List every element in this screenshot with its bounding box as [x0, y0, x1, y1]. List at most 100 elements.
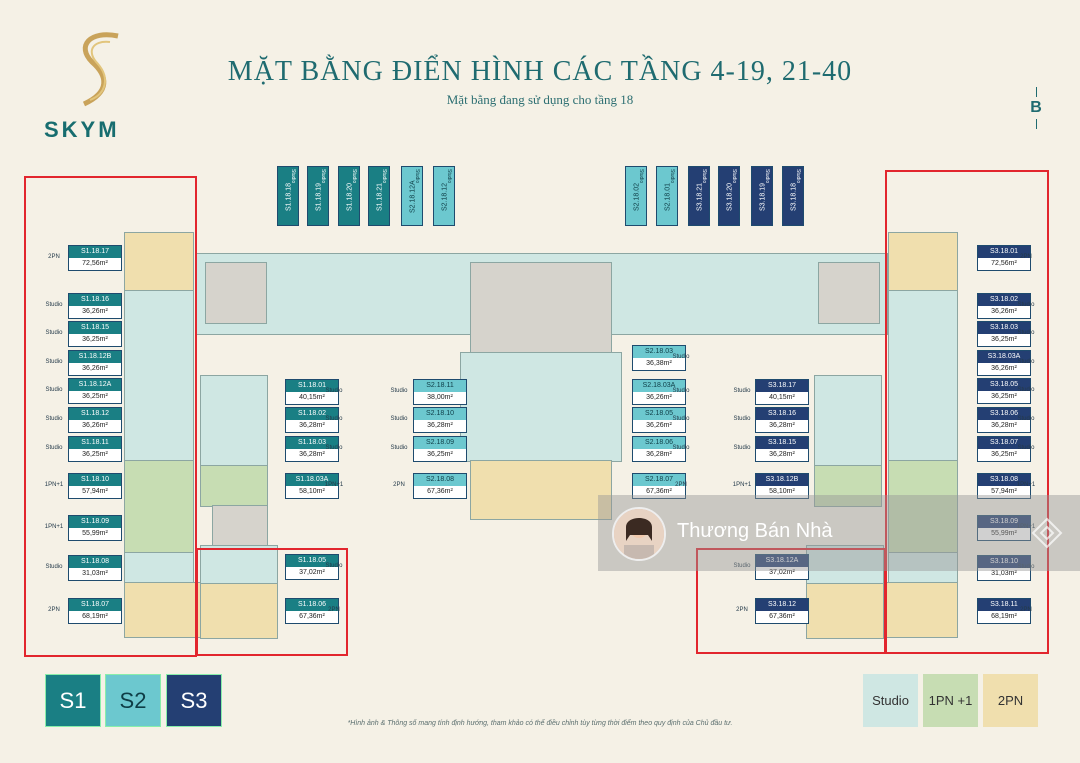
legend-1pn: 1PN +1	[923, 674, 978, 727]
s1-bottom-unit	[124, 582, 206, 638]
s1-stair	[212, 505, 268, 547]
north-label: B	[1030, 99, 1042, 116]
s2-studios	[460, 352, 622, 462]
s2-bottom-units	[470, 460, 612, 520]
north-arrow-icon	[1035, 87, 1037, 97]
core-center	[470, 262, 612, 354]
logo-text: SKYM	[44, 117, 120, 142]
watermark-logo-icon	[1030, 516, 1064, 550]
person-icon	[614, 509, 664, 559]
s1-inner-studio-bottom	[200, 545, 278, 585]
highlight-frame-s3-inner	[696, 548, 886, 654]
s1-1pn	[124, 460, 194, 554]
s3-inner-studio-bottom	[806, 545, 884, 585]
legend-s3: S3	[166, 674, 222, 727]
footnote: *Hình ảnh & Thông số mang tính định hướn…	[347, 720, 733, 727]
watermark-text: Thương Bán Nhà	[677, 520, 833, 542]
legend-2pn: 2PN	[983, 674, 1038, 727]
s1-studios	[124, 290, 194, 462]
s3-bottom-unit	[876, 582, 958, 638]
s3-inner-bottom-unit	[806, 583, 884, 639]
core-right	[818, 262, 880, 324]
s1-inner-1pn	[200, 465, 268, 507]
avatar	[612, 507, 666, 561]
s1-inner-bottom-unit	[200, 583, 278, 639]
page-title: MẶT BẰNG ĐIỂN HÌNH CÁC TẦNG 4-19, 21-40	[227, 56, 853, 87]
highlight-frame-s3-outer	[885, 170, 1049, 654]
highlight-frame-s1-outer	[24, 176, 197, 657]
watermark-banner	[598, 495, 1080, 571]
core-left	[205, 262, 267, 324]
logo-s-icon	[82, 32, 119, 107]
north-indicator: B	[1024, 85, 1048, 131]
s3-inner-studios	[814, 375, 882, 467]
s3-studios	[888, 290, 958, 462]
legend-s1: S1	[45, 674, 101, 727]
s1-inner-studios	[200, 375, 268, 467]
legend-studio: Studio	[863, 674, 918, 727]
s1-studio-bottom	[124, 552, 194, 584]
legend-s2: S2	[105, 674, 161, 727]
logo-mark	[70, 28, 126, 112]
s3-top-unit	[888, 232, 958, 292]
highlight-frame-s1-inner	[196, 548, 348, 656]
s3-inner-1pn	[814, 465, 882, 507]
s3-1pn	[888, 460, 958, 554]
